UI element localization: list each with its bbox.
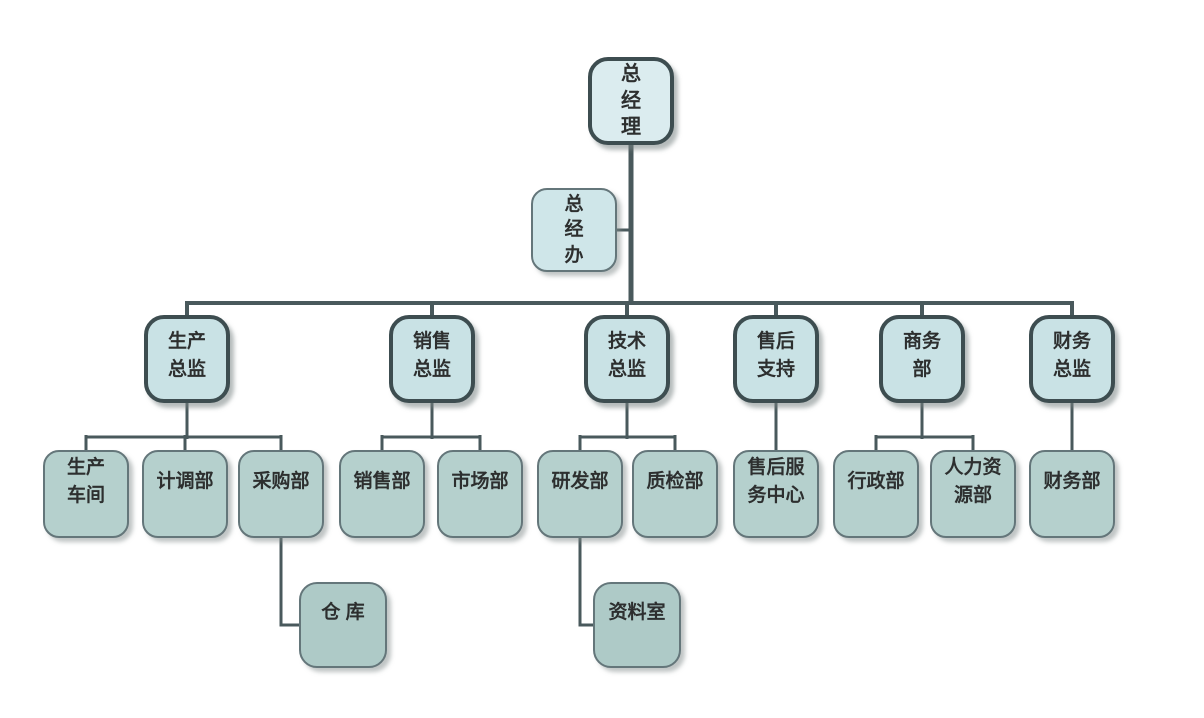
connector-tech-group [578, 403, 677, 452]
connector-level2-rail [185, 301, 1074, 317]
node-label: 技术 总监 [607, 330, 646, 381]
node-label: 仓 库 [321, 602, 365, 624]
node-production-workshop: 生产 车间 [43, 450, 129, 538]
node-hr-dept: 人力资 源部 [930, 450, 1016, 538]
node-finance-dept: 财务部 [1029, 450, 1115, 538]
node-business-dept: 商务 部 [879, 315, 965, 403]
node-sales-director: 销售 总监 [389, 315, 475, 403]
node-tech-director: 技术 总监 [584, 315, 670, 403]
connector-sales-group [380, 403, 482, 452]
node-aftersales-center: 售后服 务中心 [733, 450, 819, 538]
node-label: 生产 车间 [66, 457, 105, 506]
node-production-director: 生产 总监 [144, 315, 230, 403]
node-label: 销售部 [353, 471, 411, 493]
node-label: 生产 总监 [167, 330, 206, 381]
node-admin-dept: 行政部 [833, 450, 919, 538]
node-label: 市场部 [451, 471, 509, 493]
node-label: 售后服 务中心 [747, 457, 805, 506]
node-marketing-dept: 市场部 [437, 450, 523, 538]
node-dispatch-dept: 计调部 [142, 450, 228, 538]
node-label: 行政部 [847, 471, 905, 493]
node-rnd-dept: 研发部 [537, 450, 623, 538]
node-qc-dept: 质检部 [632, 450, 718, 538]
node-sales-dept: 销售部 [339, 450, 425, 538]
node-label: 质检部 [646, 471, 704, 493]
node-label: 商务 部 [902, 330, 941, 381]
node-label: 计调部 [156, 471, 214, 493]
node-label: 研发部 [551, 471, 609, 493]
node-aftersales-support: 售后 支持 [733, 315, 819, 403]
node-procurement-dept: 采购部 [238, 450, 324, 538]
node-general-manager: 总 经 理 [588, 57, 674, 145]
node-finance-director: 财务 总监 [1029, 315, 1115, 403]
node-label: 销售 总监 [412, 330, 451, 381]
node-archives: 资料室 [593, 582, 681, 668]
node-label: 人力资 源部 [944, 457, 1002, 506]
node-label: 售后 支持 [756, 330, 795, 381]
connector-business-group [874, 403, 975, 452]
node-label: 总 经 办 [564, 193, 584, 266]
node-label: 采购部 [252, 471, 310, 493]
node-warehouse: 仓 库 [299, 582, 387, 668]
node-label: 总 经 理 [621, 63, 641, 139]
node-label: 财务部 [1043, 471, 1101, 493]
node-gm-office: 总 经 办 [531, 188, 617, 272]
node-label: 资料室 [608, 602, 666, 624]
connector-trunk [615, 145, 634, 305]
connector-production-group [84, 403, 283, 452]
connector-warehouse-elbow [279, 538, 301, 627]
node-label: 财务 总监 [1052, 330, 1091, 381]
connector-archives-elbow [578, 538, 595, 627]
